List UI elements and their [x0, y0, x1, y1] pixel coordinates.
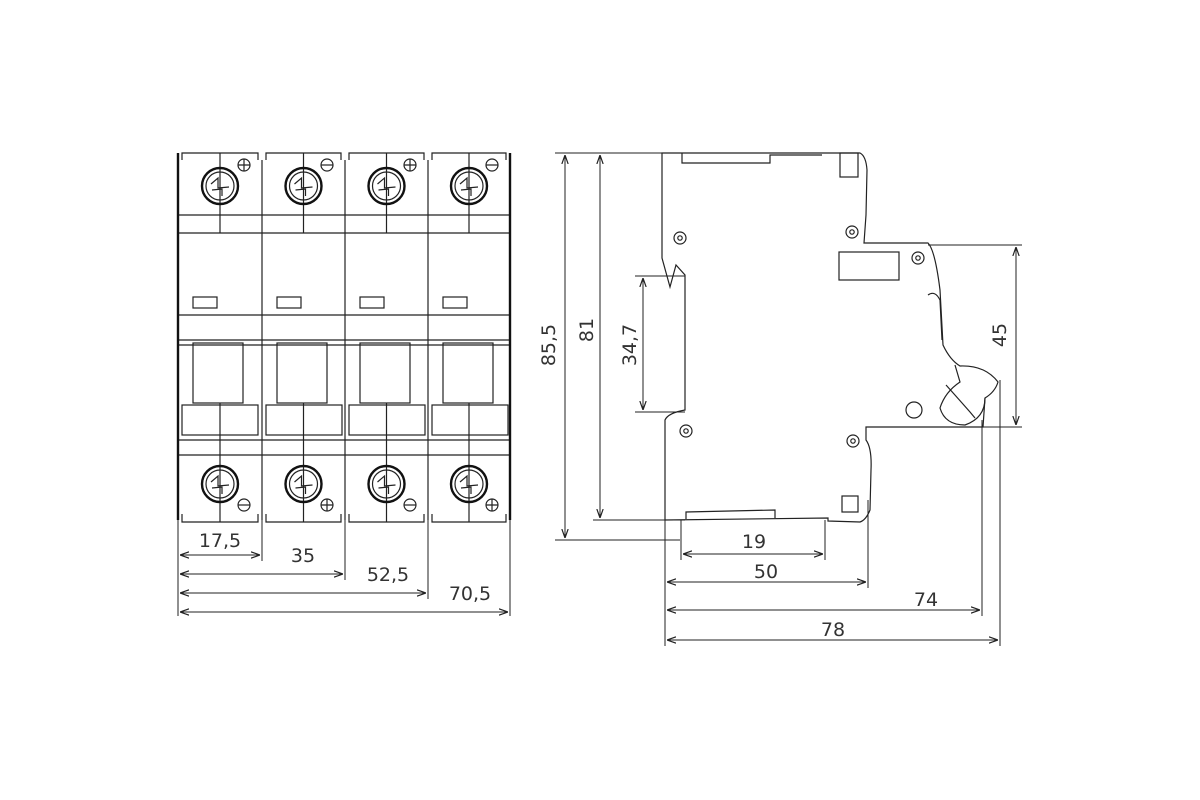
depth-base-label: 50 [754, 561, 778, 583]
screw-head [454, 469, 484, 499]
hole-center [683, 428, 689, 434]
terminal-screw-bottom [449, 464, 489, 504]
screw-head [288, 171, 319, 201]
screw-slot [294, 474, 313, 494]
toggle-base [265, 404, 343, 436]
screw-slot [294, 176, 313, 196]
toggle-slot [276, 342, 328, 404]
toggle-slot [359, 342, 411, 404]
terminal-screw-top [449, 166, 489, 206]
depth-handle-label: 74 [914, 589, 938, 611]
height-total-label: 85,5 [538, 324, 560, 366]
top-clip [681, 153, 822, 164]
bottom-square [841, 495, 859, 513]
screw-head [205, 171, 235, 201]
screw-slot [459, 176, 479, 196]
screw-slot [377, 176, 396, 196]
terminal-screw-top [200, 166, 240, 206]
mounting-hole [679, 424, 693, 438]
screw-slot [210, 474, 230, 494]
polarity-mark-bottom [321, 499, 333, 511]
terminal-screw-bottom [200, 464, 240, 504]
toggle-slot [192, 342, 244, 404]
toggle-base [431, 404, 509, 436]
mounting-hole [845, 225, 859, 239]
screw-head [288, 469, 319, 499]
hole-center [677, 235, 683, 241]
pole-4 [427, 152, 510, 523]
label-window [442, 296, 468, 309]
width-2-pole-label: 35 [291, 545, 315, 567]
screw-slot [377, 474, 396, 494]
label-window [276, 296, 302, 309]
pole-1 [177, 152, 262, 523]
pole-2 [261, 152, 345, 523]
width-4-pole-label: 70,5 [449, 583, 491, 605]
screw-slot [459, 474, 479, 494]
polarity-mark-top [238, 159, 250, 171]
hole-center [849, 229, 855, 235]
terminal-screw-top [367, 166, 406, 206]
screw-head [371, 171, 402, 201]
height-body-label: 81 [576, 318, 598, 342]
front-view [176, 152, 512, 523]
polarity-mark-bottom [486, 499, 498, 511]
hole-center [915, 255, 921, 261]
width-3-pole-label: 52,5 [367, 564, 409, 586]
indicator-window [838, 251, 900, 281]
din-rail-height-label: 34,7 [619, 324, 641, 366]
side-outline [661, 152, 999, 523]
screw-slot [210, 176, 230, 196]
width-1-pole-label: 17,5 [199, 530, 241, 552]
lever-pivot [905, 401, 923, 419]
mounting-hole [846, 434, 860, 448]
mounting-hole [911, 251, 925, 265]
terminal-screw-top [284, 166, 323, 206]
front-height-label: 45 [989, 323, 1011, 347]
screw-head [205, 469, 235, 499]
top-square [839, 152, 859, 178]
toggle-slot [442, 342, 494, 404]
toggle-base [181, 404, 259, 436]
pole-3 [344, 152, 428, 523]
depth-total-label: 78 [821, 619, 845, 641]
screw-head [454, 171, 484, 201]
screw-head [371, 469, 402, 499]
terminal-screw-bottom [367, 464, 406, 504]
toggle-base [348, 404, 426, 436]
bottom-clip [685, 509, 776, 519]
terminal-screw-bottom [284, 464, 323, 504]
side-view [661, 152, 999, 523]
hole-center [850, 438, 856, 444]
polarity-mark-top [404, 159, 416, 171]
handle [927, 292, 986, 426]
clip-width-label: 19 [742, 531, 766, 553]
mounting-hole [673, 231, 687, 245]
label-window [192, 296, 218, 309]
dimension-lines: 17,5 35 52,5 70,5 85,5 81 34,7 45 19 50 74 78 [177, 152, 1022, 646]
label-window [359, 296, 385, 309]
